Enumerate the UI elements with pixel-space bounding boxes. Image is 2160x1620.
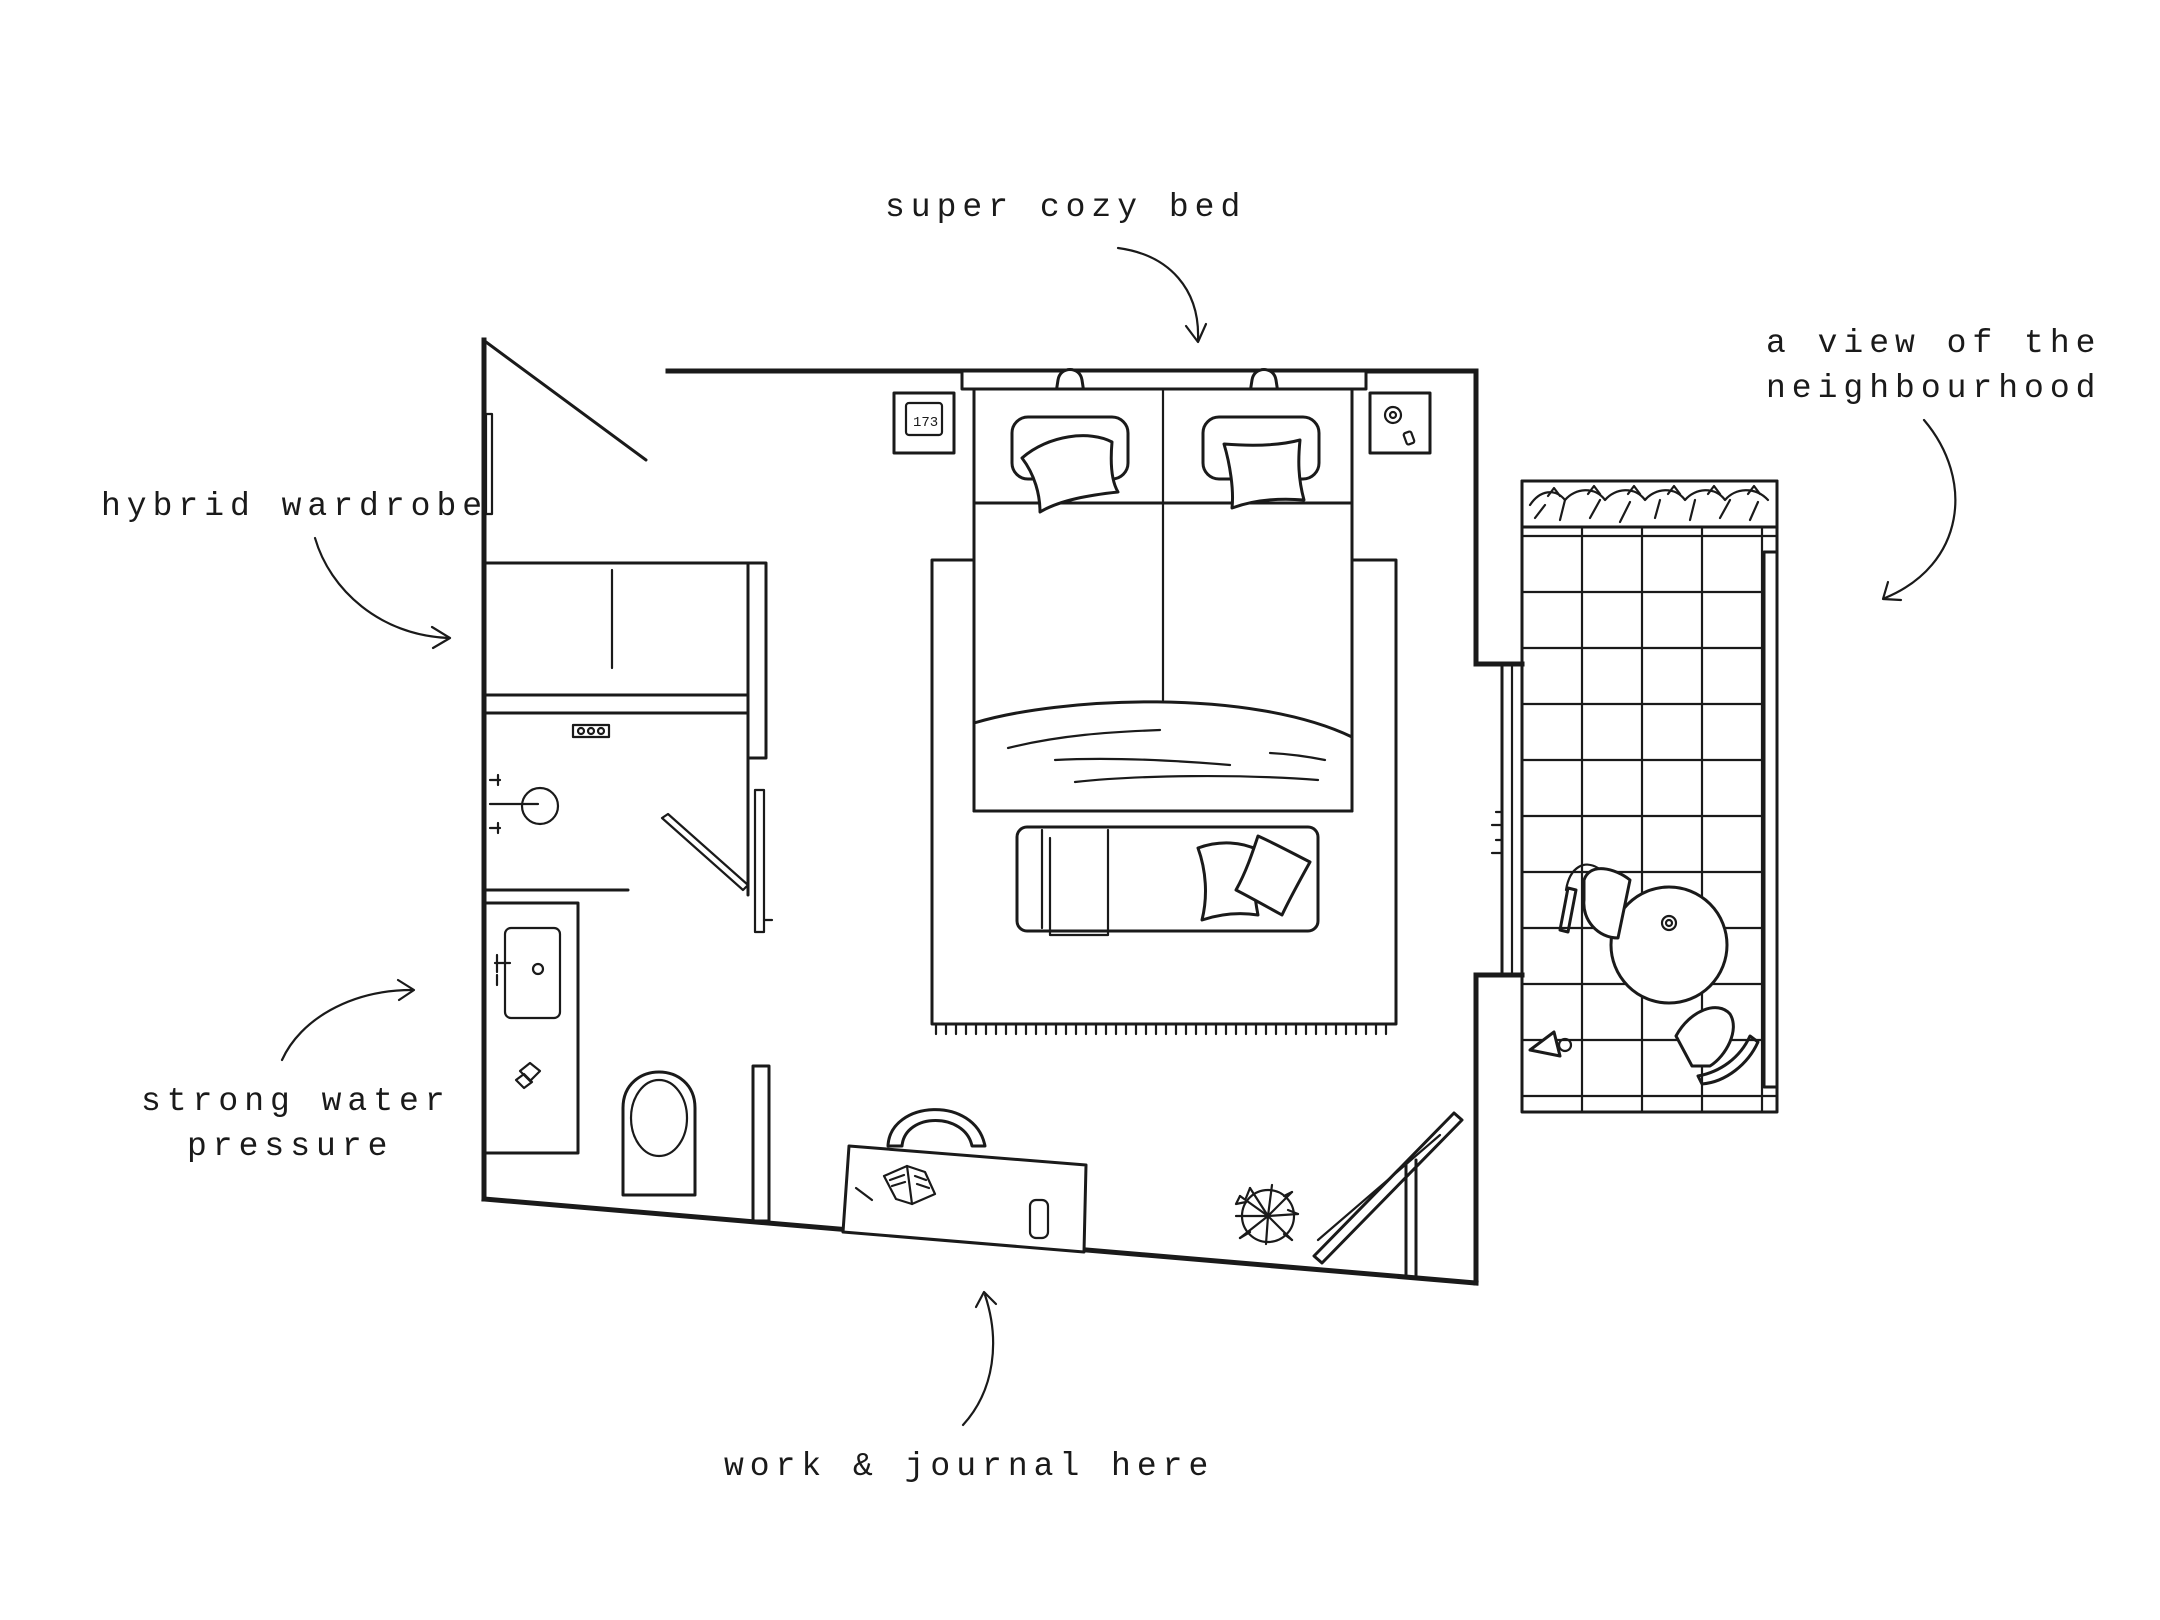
phone-icon [1028,1198,1050,1240]
label-water-line1: strong water [141,1083,451,1120]
bedside-table-left: 173 [892,391,956,455]
potted-plant-icon [1234,1183,1300,1246]
label-work-journal: work & journal here [724,1448,1214,1485]
shower-head-icon [571,723,611,739]
balcony-chair-top [1558,863,1632,940]
headboard [960,369,1368,391]
shower-glass-door [660,812,750,892]
bathroom-vanity [482,901,580,1155]
sink-basin [503,926,562,1020]
bedside-table-right [1368,391,1432,455]
soap-icon [514,1061,542,1090]
arrow-to-wardrobe [313,536,452,650]
arrow-to-desk [961,1290,998,1427]
hybrid-wardrobe [482,561,768,760]
label-hybrid-wardrobe: hybrid wardrobe [101,488,488,525]
toilet [621,1070,697,1197]
balcony-planter [1520,479,1779,529]
label-water-line2: pressure [187,1128,393,1165]
svg-text:173: 173 [913,415,938,431]
balcony-sliding-door [1490,662,1514,977]
floor-lamp-easel [1312,1111,1464,1278]
cushion-left [1020,434,1120,514]
shower-drain-icon [520,786,560,826]
pen-icon [854,1186,874,1202]
bathroom [482,711,774,1223]
arrow-to-bed [1116,246,1208,344]
wall-lamp-right-icon [1248,368,1280,395]
label-view-line1: a view of the [1766,325,2101,362]
cushion-right [1222,438,1306,510]
desk-area [841,1108,1464,1278]
balcony-railing [1762,550,1779,1089]
duvet-fold [972,700,1354,813]
label-view-line2: neighbourhood [1766,370,2101,407]
balcony-chair-bottom [1674,1006,1760,1086]
bench-cushion-1 [1196,841,1260,922]
coffee-cup-icon [1383,405,1403,425]
balcony-table [1609,885,1729,1005]
wall-lamp-left-icon [1054,368,1086,395]
desk [841,1144,1088,1254]
open-journal-icon [882,1164,937,1206]
balcony-tiles [1520,479,1779,1114]
arrow-to-balcony [1881,418,1957,602]
label-super-cozy-bed: super cozy bed [885,189,1246,226]
alarm-clock-icon: 173 [904,401,944,437]
desk-chair [886,1108,987,1148]
bench [1015,825,1320,937]
watering-can-icon [1528,1030,1573,1058]
arrow-to-bathroom [280,978,416,1062]
balcony [1520,479,1779,1114]
bench-cushion-2 [1234,834,1312,917]
bed-area: 173 [892,368,1432,1036]
